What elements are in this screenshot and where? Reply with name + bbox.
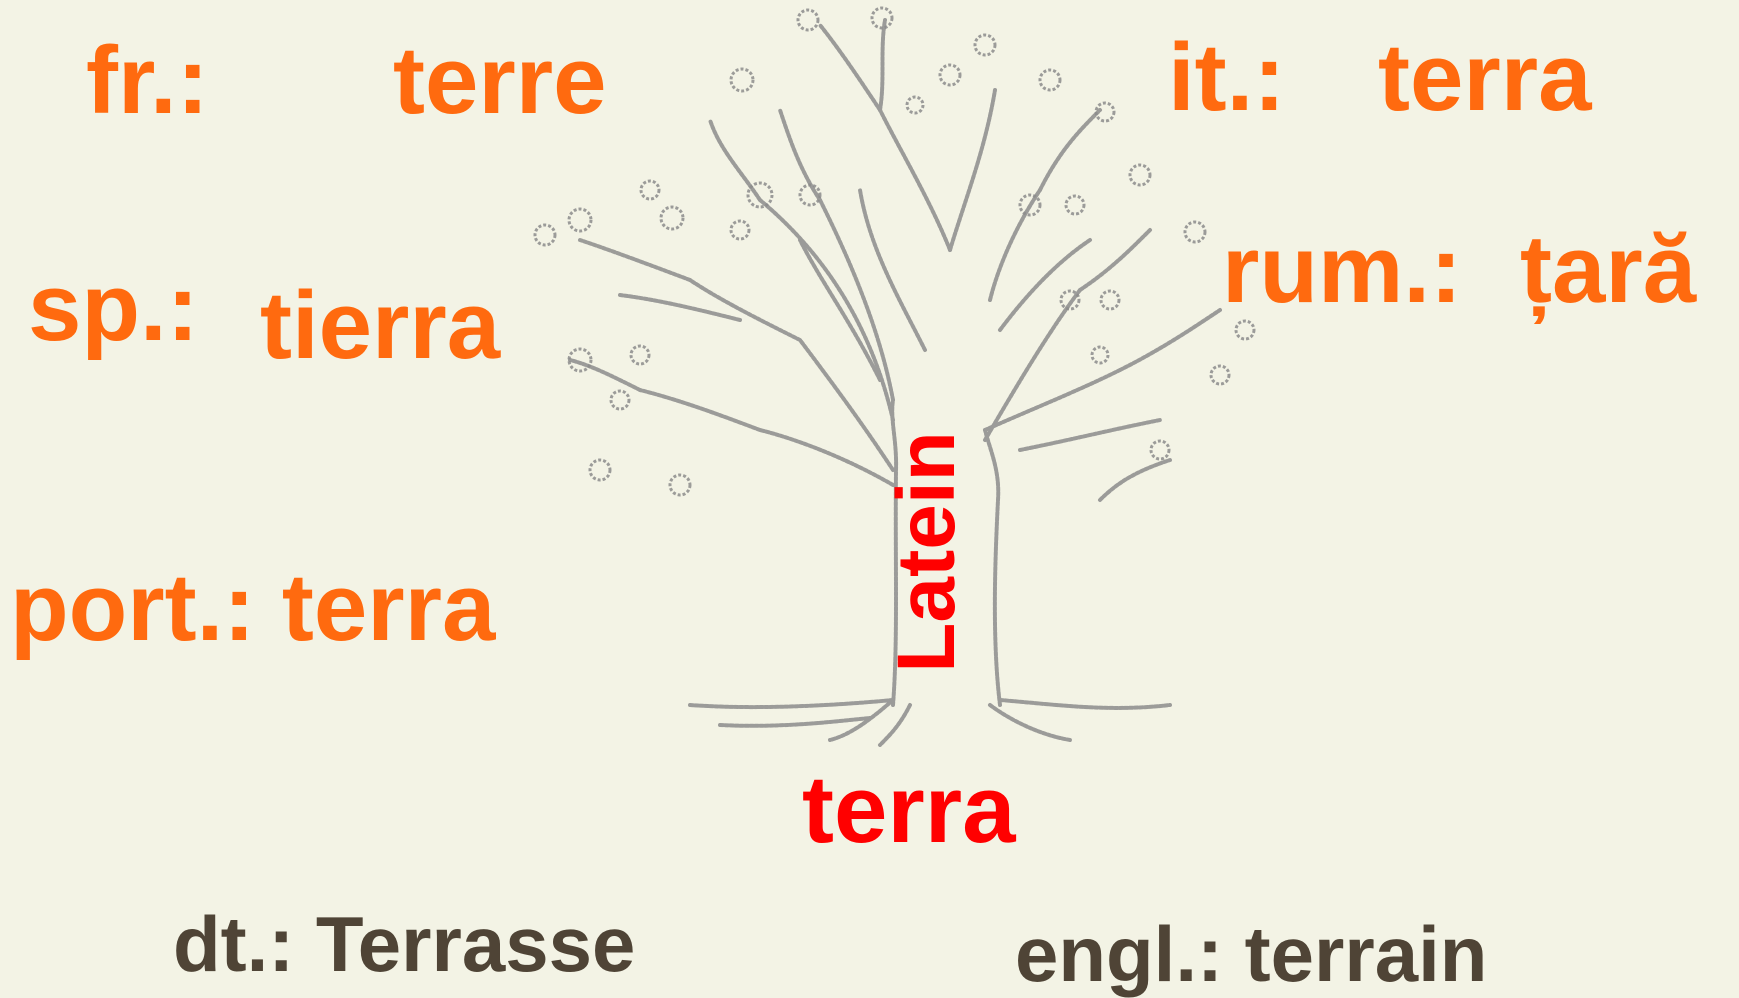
french-label: fr.: [86,27,209,134]
portuguese-entry: port.: terra [10,554,496,661]
french-word: terre [393,27,607,134]
spanish-label: sp.: [28,254,199,361]
romanian-label: rum.: [1222,216,1462,323]
romanian-word: țară [1520,216,1697,323]
latin-root-word: terra [802,756,1016,863]
italian-label: it.: [1168,24,1286,131]
latin-trunk-label: Latein [881,431,972,673]
german-borrowing: dt.: Terrasse [173,900,636,988]
english-borrowing: engl.: terrain [1015,910,1488,998]
spanish-word: tierra [260,272,501,379]
italian-word: terra [1378,24,1592,131]
